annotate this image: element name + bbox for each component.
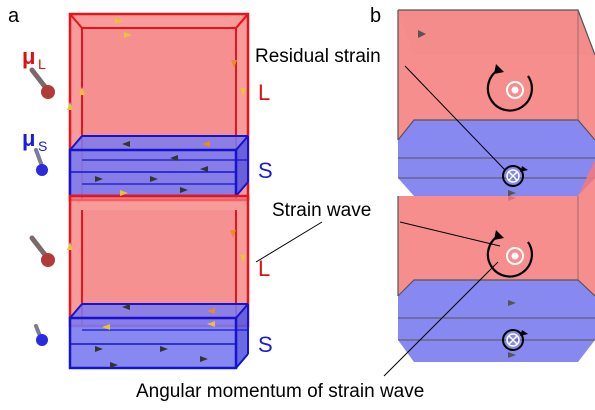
mu-L-symbol: μ xyxy=(22,44,35,69)
mu-S-symbol: μ xyxy=(22,126,35,151)
spin-L-bottom-icon xyxy=(29,235,55,267)
residual-strain-label: Residual strain xyxy=(255,46,381,67)
spin-L-top-icon xyxy=(29,67,55,99)
angular-momentum-pointer xyxy=(383,261,499,377)
strain-wave-pointer-right xyxy=(399,221,501,247)
layer-L-top-label: L xyxy=(258,80,270,105)
blue-slab-top xyxy=(68,135,249,198)
spin-S-top-icon xyxy=(34,148,48,176)
strain-wave-pointer-left xyxy=(255,221,323,263)
layer-S-top-label: S xyxy=(258,158,273,183)
rotation-top-icon xyxy=(486,64,533,112)
blue-slab-bottom xyxy=(68,303,249,370)
blue-slab-b-bottom xyxy=(397,279,595,362)
residual-strain-pointer xyxy=(404,65,506,171)
annotations: Residual strain Strain wave Angular mome… xyxy=(136,46,506,402)
layer-S-bottom-label: S xyxy=(258,332,273,357)
panel-a-label: a xyxy=(8,5,20,27)
angular-momentum-label: Angular momentum of strain wave xyxy=(136,381,424,402)
edge-arrows xyxy=(67,18,246,368)
rotation-bottom-small-icon xyxy=(502,329,528,351)
rotation-top-small-icon xyxy=(502,165,528,187)
spin-S-bottom-icon xyxy=(34,324,48,346)
rotation-bottom-icon xyxy=(486,230,533,278)
panel-a: a xyxy=(8,5,273,370)
mu-S-subscript: S xyxy=(38,138,47,154)
panel-b-label: b xyxy=(370,5,381,27)
red-block-top xyxy=(397,9,595,140)
red-block-bottom xyxy=(397,160,595,296)
mu-L-subscript: L xyxy=(38,56,46,72)
layer-L-bottom-label: L xyxy=(258,256,270,281)
panel-b: b xyxy=(370,5,595,362)
strain-wave-label: Strain wave xyxy=(272,200,371,221)
